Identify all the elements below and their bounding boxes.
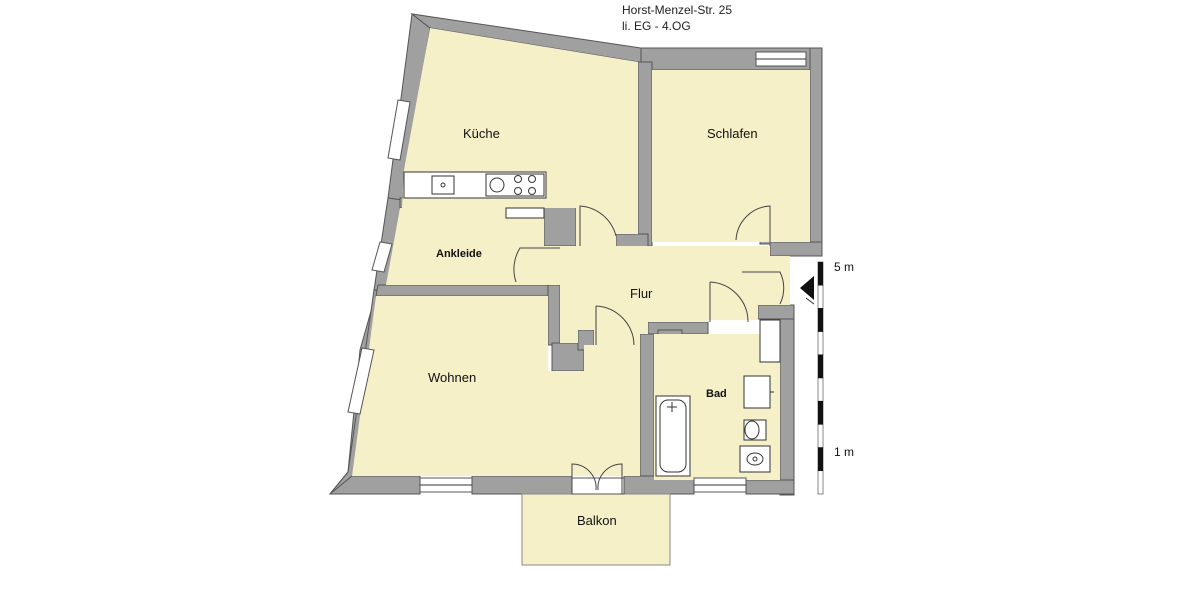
door-bedroom (735, 205, 771, 242)
window-living (347, 347, 375, 415)
scale-segment (817, 470, 824, 495)
kitchen-counter (403, 171, 547, 219)
wall-bottom-mid (471, 475, 573, 495)
wall-right-bedroom (809, 47, 823, 257)
room-hall (560, 246, 790, 345)
scale-segment (817, 308, 824, 332)
door-bath (709, 281, 749, 323)
door-balcony-left (571, 463, 597, 494)
bathtub (655, 395, 691, 477)
scale-bar (817, 261, 824, 495)
window-ankleide (371, 241, 393, 273)
entrance-arrow-icon (800, 276, 814, 300)
plan-floor-info: li. EG - 4.OG (622, 19, 691, 33)
door-kitchen (579, 205, 617, 246)
wall-bedroom-bottom-right (769, 241, 823, 257)
windows (347, 51, 807, 495)
wall-kitchen-bedroom (637, 61, 653, 247)
bidet-basin (739, 445, 771, 473)
room-balcony (521, 493, 671, 566)
wall-ankleide-bottom (375, 284, 561, 297)
scale-segment (817, 284, 824, 309)
wall-bedroom-bottom (615, 233, 649, 249)
wall-bottom-far-right (745, 479, 795, 495)
scale-segment (817, 354, 824, 379)
label-balcony: Balkon (577, 513, 617, 528)
label-bedroom: Schlafen (707, 126, 758, 141)
wall-right-bath (779, 304, 795, 496)
room-living (352, 296, 640, 476)
label-bath: Bad (706, 388, 727, 400)
plan-address: Horst-Menzel-Str. 25 (622, 3, 733, 17)
wall-hall-left (547, 284, 561, 346)
scale-label-top: 5 m (834, 260, 855, 274)
wall-right-bath-top (757, 304, 795, 320)
door-ankleide (513, 247, 560, 283)
door-entrance (742, 271, 785, 305)
room-bedroom (652, 70, 810, 242)
washbasin (743, 375, 771, 409)
scale-segment (817, 261, 824, 286)
door-living (595, 305, 635, 346)
scale-segment (817, 447, 824, 472)
bath-cabinet (759, 319, 781, 363)
scale-segment (817, 400, 824, 425)
door-balcony-right (597, 463, 623, 494)
window-kitchen (387, 99, 411, 161)
scale-label-bottom: 1 m (834, 445, 855, 459)
bath-fixtures (655, 319, 781, 477)
kitchen-sink (431, 175, 455, 195)
doors (513, 205, 785, 494)
scale-segment (817, 424, 824, 448)
label-hall: Flur (630, 286, 653, 301)
room-ankleide (386, 208, 576, 285)
label-kitchen: Küche (463, 126, 500, 141)
label-living: Wohnen (428, 370, 476, 385)
toilet (743, 419, 767, 441)
scale-segment (817, 331, 824, 356)
wall-bath-left (639, 333, 655, 485)
label-dressing: Ankleide (436, 248, 482, 260)
scale-segment (817, 377, 824, 402)
